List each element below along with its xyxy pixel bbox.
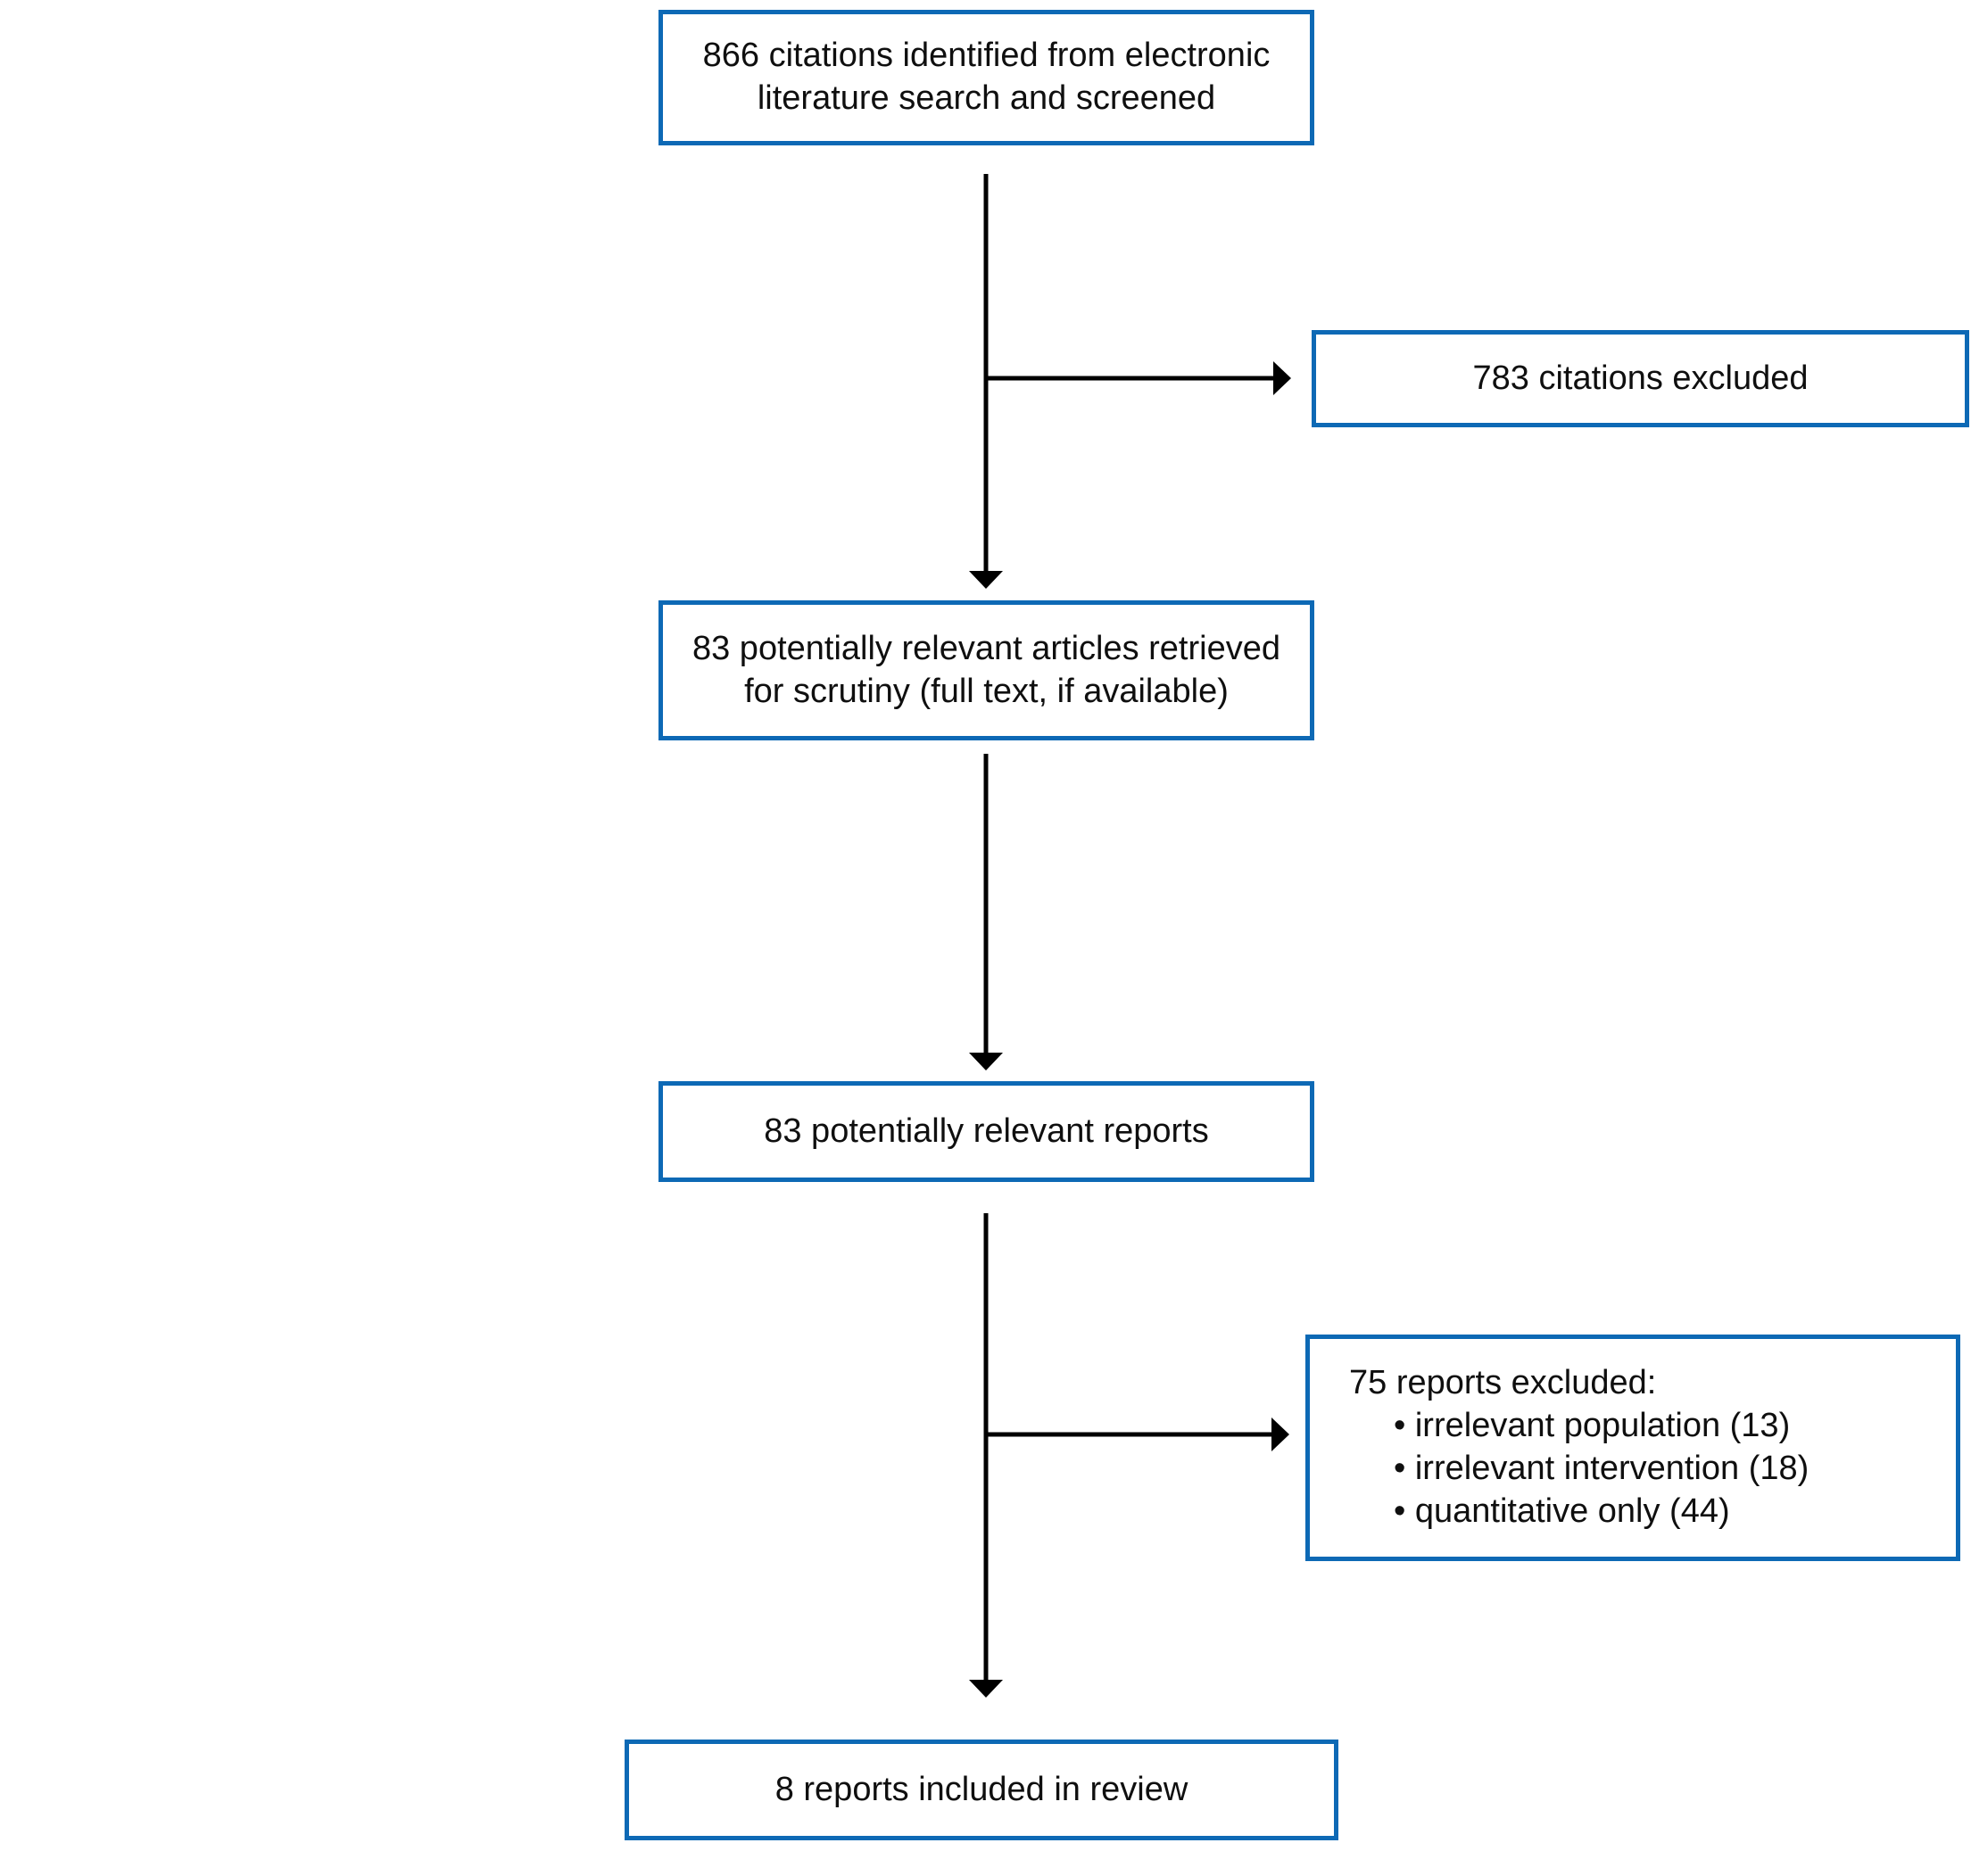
box-label: 75 reports excluded: • irrelevant popula…: [1349, 1362, 1809, 1533]
box-label-line: 866 citations identified from electronic: [702, 37, 1271, 75]
box-label-heading: 75 reports excluded:: [1349, 1364, 1657, 1402]
arrow-branch-citations-excluded: [984, 361, 1291, 395]
flow-box-relevant-reports: 83 potentially relevant reports: [658, 1081, 1314, 1182]
exclusion-reason-item: • irrelevant population (13): [1394, 1407, 1791, 1445]
exclusion-reason-item: • quantitative only (44): [1394, 1492, 1730, 1530]
box-label: 866 citations identified from electronic…: [703, 35, 1271, 120]
flow-box-citations-screened: 866 citations identified from electronic…: [658, 10, 1314, 145]
box-label: 83 potentially relevant reports: [764, 1111, 1209, 1153]
arrow-branch-reports-excluded: [984, 1417, 1289, 1451]
box-label-line: 783 citations excluded: [1472, 359, 1809, 397]
box-label: 83 potentially relevant articles retriev…: [692, 628, 1280, 714]
box-label-line: 83 potentially relevant articles retriev…: [692, 629, 1280, 667]
box-label-line: literature search and screened: [757, 79, 1216, 117]
flow-box-reports-excluded: 75 reports excluded: • irrelevant popula…: [1305, 1335, 1960, 1561]
arrow-retrieved-to-reports: [969, 754, 1003, 1070]
arrow-reports-to-included: [969, 1213, 1003, 1698]
exclusion-reason-item: • irrelevant intervention (18): [1394, 1450, 1810, 1487]
box-label: 783 citations excluded: [1472, 358, 1808, 401]
arrow-screened-to-retrieved: [969, 174, 1003, 589]
flow-box-articles-retrieved: 83 potentially relevant articles retriev…: [658, 600, 1314, 740]
box-label: 8 reports included in review: [775, 1769, 1188, 1812]
flow-box-citations-excluded: 783 citations excluded: [1312, 330, 1969, 427]
box-label-line: for scrutiny (full text, if available): [744, 672, 1229, 710]
flow-box-reports-included: 8 reports included in review: [625, 1740, 1338, 1840]
box-label-line: 83 potentially relevant reports: [764, 1112, 1209, 1150]
box-label-line: 8 reports included in review: [774, 1770, 1188, 1808]
